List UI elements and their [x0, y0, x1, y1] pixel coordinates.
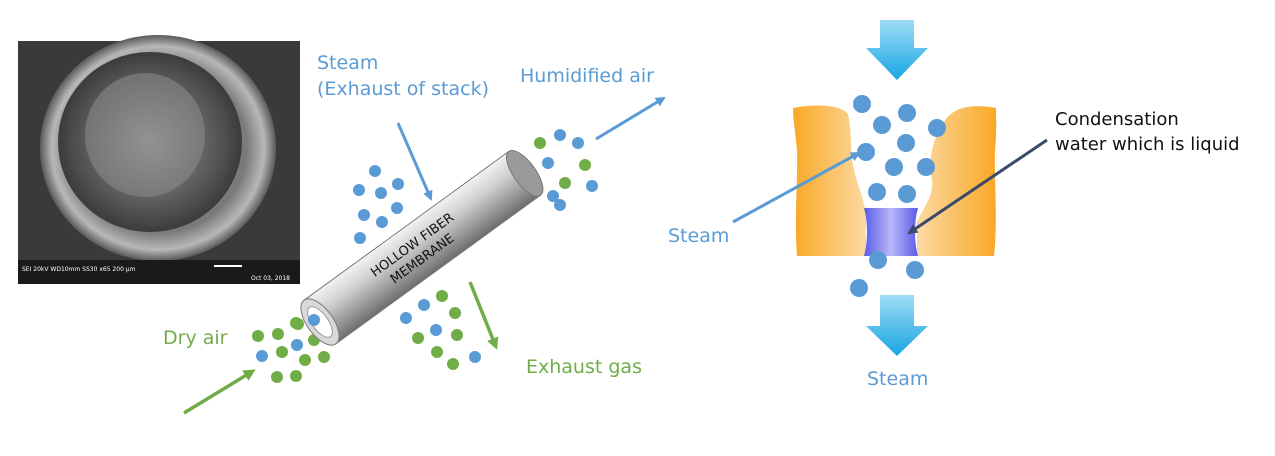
exhaust-gas-label: Exhaust gas	[526, 356, 642, 378]
dry-air-label: Dry air	[163, 327, 228, 349]
molecules-exhaust-cluster	[400, 290, 481, 370]
pore-wall-left	[793, 105, 866, 256]
left-flow-arrows	[183, 96, 666, 415]
steam-side-label: Steam	[668, 225, 729, 247]
exhaust-gas-arrow	[468, 281, 499, 350]
condensation-pointer-arrow	[907, 138, 1048, 235]
steam-exhaust-label-line2: (Exhaust of stack)	[317, 78, 489, 100]
molecules-steam-cluster	[353, 165, 404, 244]
steam-in-arrow	[866, 20, 928, 80]
steam-bottom-label: Steam	[867, 368, 928, 390]
sem-micrograph: SEI 20kV WD10mm SS30 x65 200 µm Oct 03, …	[18, 35, 300, 284]
steam-out-arrow	[866, 295, 928, 356]
steam-exhaust-label-line1: Steam	[317, 52, 378, 74]
steam-molecules	[850, 95, 946, 297]
humidified-air-label: Humidified air	[520, 65, 654, 87]
pore-condensation-diagram	[732, 20, 1048, 356]
condensation-label-line1: Condensation	[1055, 109, 1179, 130]
steam-inlet-arrow	[396, 122, 433, 201]
sem-date-text: Oct 03, 2018	[251, 275, 290, 282]
molecules-in-tube	[292, 314, 320, 330]
sem-footer-text: SEI 20kV WD10mm SS30 x65 200 µm	[22, 266, 136, 273]
pore-wall-right	[917, 106, 997, 257]
steam-pointer-arrow	[732, 151, 861, 224]
condensed-liquid	[864, 208, 918, 256]
condensation-label-line2: water which is liquid	[1055, 134, 1240, 155]
dry-air-arrow	[183, 369, 256, 415]
humidified-air-arrow	[595, 96, 666, 141]
